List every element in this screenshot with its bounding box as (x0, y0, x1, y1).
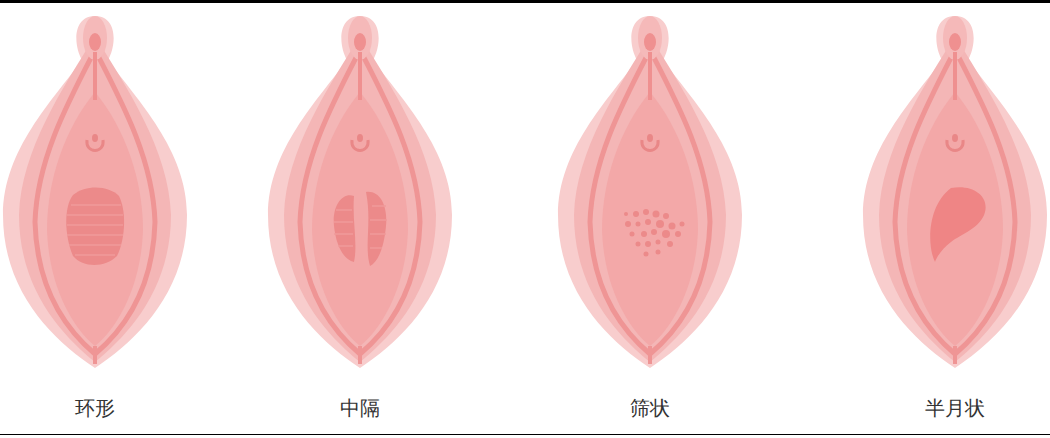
type-label: 筛状 (630, 396, 670, 420)
type-label: 环形 (75, 396, 115, 420)
type-label: 中隔 (340, 396, 380, 420)
type-label: 半月状 (925, 396, 985, 420)
